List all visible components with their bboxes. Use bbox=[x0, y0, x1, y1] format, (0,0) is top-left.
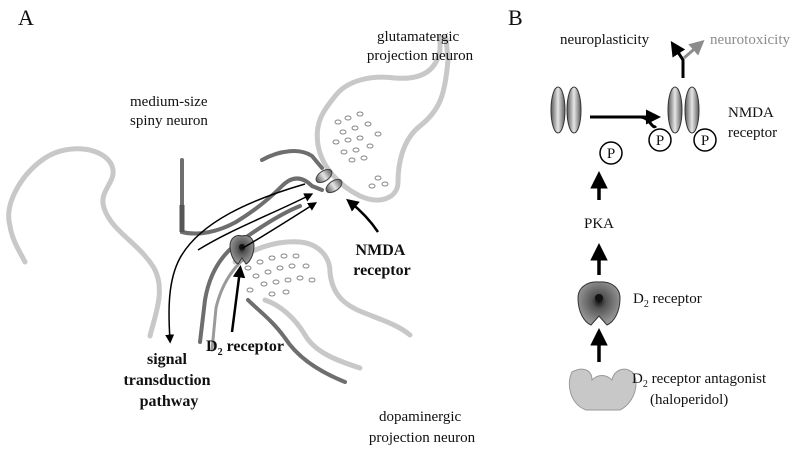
d2-label-b: D2 receptor bbox=[633, 291, 702, 310]
phospho-p-1: P bbox=[648, 128, 672, 152]
panel-a: A bbox=[6, 5, 476, 446]
msn-dendrite-outer-top bbox=[260, 149, 324, 170]
nmda-label-a-line2: receptor bbox=[353, 262, 410, 279]
glutamatergic-terminal bbox=[314, 35, 451, 203]
signal-arrow-up-2 bbox=[242, 202, 318, 249]
signal-arrow-down bbox=[165, 183, 306, 344]
d2-label-b-sub: 2 bbox=[644, 299, 649, 310]
signal-label: signal transduction pathway bbox=[123, 351, 214, 410]
d2-label-a-suffix: receptor bbox=[223, 338, 284, 355]
d2-label-b-prefix: D bbox=[633, 291, 644, 307]
d2-label-a: D2 receptor bbox=[206, 338, 284, 358]
panel-b: B neuroplasticity neurotoxicity P P P bbox=[508, 5, 790, 411]
neurotoxicity-label: neurotoxicity bbox=[710, 32, 790, 48]
nmda-pointer-arrow bbox=[346, 198, 380, 233]
dopaminergic-label-line2: projection neuron bbox=[369, 430, 476, 446]
phospho-p-pka-text: P bbox=[607, 146, 615, 162]
branch-arrow-grey bbox=[683, 40, 705, 60]
msn-label: medium-size spiny neuron bbox=[130, 94, 211, 129]
nmda-receptor-phosphorylated bbox=[667, 86, 700, 134]
phospho-p-pka: P bbox=[599, 141, 623, 165]
nmda-label-b-line1: NMDA bbox=[728, 105, 774, 121]
left-grey-neuron bbox=[6, 146, 162, 339]
glutamate-vesicles bbox=[332, 111, 389, 189]
glutamatergic-label: glutamatergic projection neuron bbox=[367, 29, 474, 64]
panel-a-letter: A bbox=[18, 5, 34, 30]
d2-label-a-sub: 2 bbox=[218, 347, 223, 358]
dopaminergic-terminal-lower bbox=[262, 297, 363, 371]
dopaminergic-label: dopaminergic projection neuron bbox=[369, 409, 476, 446]
antagonist-label-suffix: receptor antagonist bbox=[648, 371, 767, 387]
branch-arrow-stem bbox=[670, 40, 686, 78]
nmda-label-a-line1: NMDA bbox=[356, 242, 406, 259]
antagonist-label-line2: (haloperidol) bbox=[650, 392, 728, 408]
msn-label-line1: medium-size bbox=[130, 94, 208, 110]
nmda-label-a: NMDA receptor bbox=[353, 242, 410, 279]
phospho-p-2-text: P bbox=[701, 133, 709, 149]
dopaminergic-terminal bbox=[232, 239, 413, 338]
antagonist-label-prefix: D bbox=[632, 371, 643, 387]
antagonist-icon bbox=[568, 368, 637, 411]
msn-label-line2: spiny neuron bbox=[130, 113, 208, 129]
d2-receptor-a-icon bbox=[229, 235, 255, 265]
d2-pointer-arrow bbox=[230, 265, 246, 333]
neuroplasticity-label: neuroplasticity bbox=[560, 32, 650, 48]
phospho-p-2: P bbox=[693, 128, 717, 152]
panel-b-letter: B bbox=[508, 5, 523, 30]
glutamatergic-label-line1: glutamatergic bbox=[377, 29, 460, 45]
pka-label: PKA bbox=[584, 216, 614, 232]
antagonist-label-sub: 2 bbox=[643, 379, 648, 390]
glutamatergic-label-line2: projection neuron bbox=[367, 48, 474, 64]
signal-label-line3: pathway bbox=[140, 393, 199, 410]
msn-dendrite-outer bbox=[180, 158, 324, 236]
signal-label-line1: signal bbox=[147, 351, 188, 368]
dopaminergic-label-line1: dopaminergic bbox=[379, 409, 462, 425]
phospho-p-1-text: P bbox=[656, 133, 664, 149]
dopaminergic-axon bbox=[246, 298, 347, 384]
dopamine-vesicles bbox=[244, 253, 316, 297]
nmda-label-b: NMDA receptor bbox=[728, 105, 777, 141]
d2-label-a-prefix: D bbox=[206, 338, 218, 355]
signal-arrow-up bbox=[197, 193, 314, 251]
d2-receptor-b-icon bbox=[577, 281, 621, 326]
nmda-receptor-unphosphorylated bbox=[550, 86, 582, 134]
antagonist-label: D2 receptor antagonist bbox=[632, 371, 767, 390]
nmda-label-b-line2: receptor bbox=[728, 125, 777, 141]
left-grey-neuron-branch bbox=[7, 223, 28, 265]
d2-label-b-suffix: receptor bbox=[649, 291, 702, 307]
nmda-receptor-a bbox=[315, 168, 343, 194]
signal-label-line2: transduction bbox=[123, 372, 210, 389]
